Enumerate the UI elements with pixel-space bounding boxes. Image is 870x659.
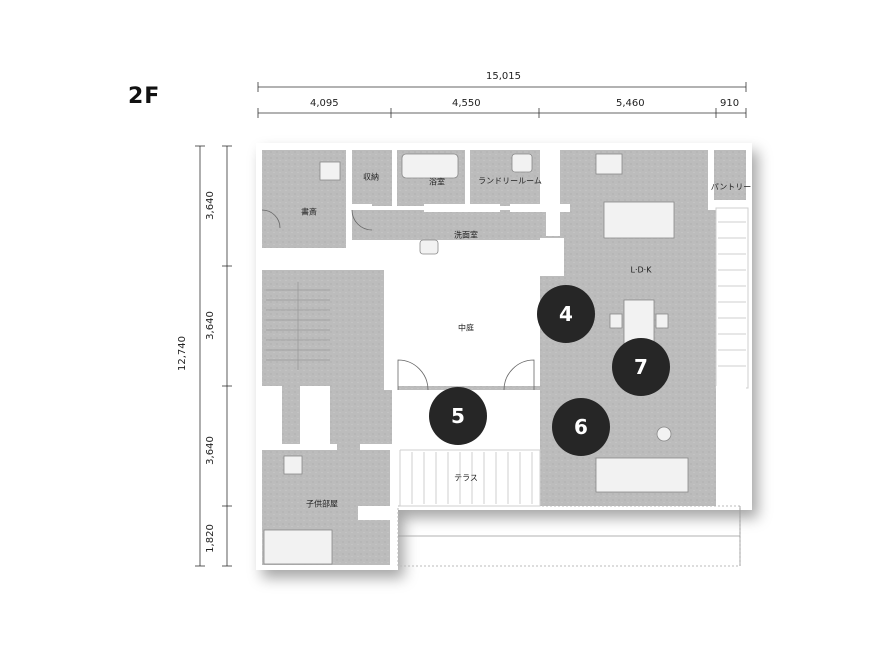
dim-left-segment-4: 1,820 bbox=[204, 524, 216, 553]
balcony-slats bbox=[715, 207, 749, 389]
view-marker-7[interactable]: 7 bbox=[612, 338, 670, 396]
dim-top-segment-4: 910 bbox=[720, 98, 740, 109]
dimension-lines-left bbox=[195, 145, 232, 567]
dim-left-total: 12,740 bbox=[177, 336, 188, 371]
room-label-ldk: L·D·K bbox=[630, 265, 652, 275]
dim-top-segment-3: 5,460 bbox=[616, 98, 645, 109]
room-label-kids-room: 子供部屋 bbox=[306, 499, 338, 509]
view-marker-4[interactable]: 4 bbox=[537, 285, 595, 343]
room-label-pantry: パントリー bbox=[710, 182, 752, 192]
dim-left-segment-1: 3,640 bbox=[204, 191, 216, 220]
view-marker-6[interactable]: 6 bbox=[552, 398, 610, 456]
room-label-courtyard: 中庭 bbox=[458, 323, 474, 333]
dim-top-segment-2: 4,550 bbox=[452, 98, 481, 109]
terrace-slats bbox=[399, 449, 541, 507]
dim-left-segment-3: 3,640 bbox=[204, 436, 216, 465]
room-label-terrace: テラス bbox=[454, 473, 478, 483]
room-label-study: 書斎 bbox=[301, 207, 317, 217]
dimension-lines-top bbox=[257, 82, 747, 118]
room-label-storage: 収納 bbox=[363, 172, 379, 182]
view-marker-5[interactable]: 5 bbox=[429, 387, 487, 445]
room-label-washroom: 洗面室 bbox=[454, 230, 478, 240]
walls bbox=[262, 148, 746, 520]
door-swings bbox=[261, 209, 535, 391]
room-label-laundry: ランドリールーム bbox=[478, 176, 542, 186]
courtyard-area bbox=[398, 276, 534, 386]
dim-top-segment-1: 4,095 bbox=[310, 98, 339, 109]
dim-left-segment-2: 3,640 bbox=[204, 311, 216, 340]
room-label-bath: 浴室 bbox=[429, 177, 445, 187]
stairs bbox=[266, 282, 330, 370]
floor-label: 2F bbox=[128, 84, 161, 109]
dim-top-total: 15,015 bbox=[486, 71, 521, 82]
